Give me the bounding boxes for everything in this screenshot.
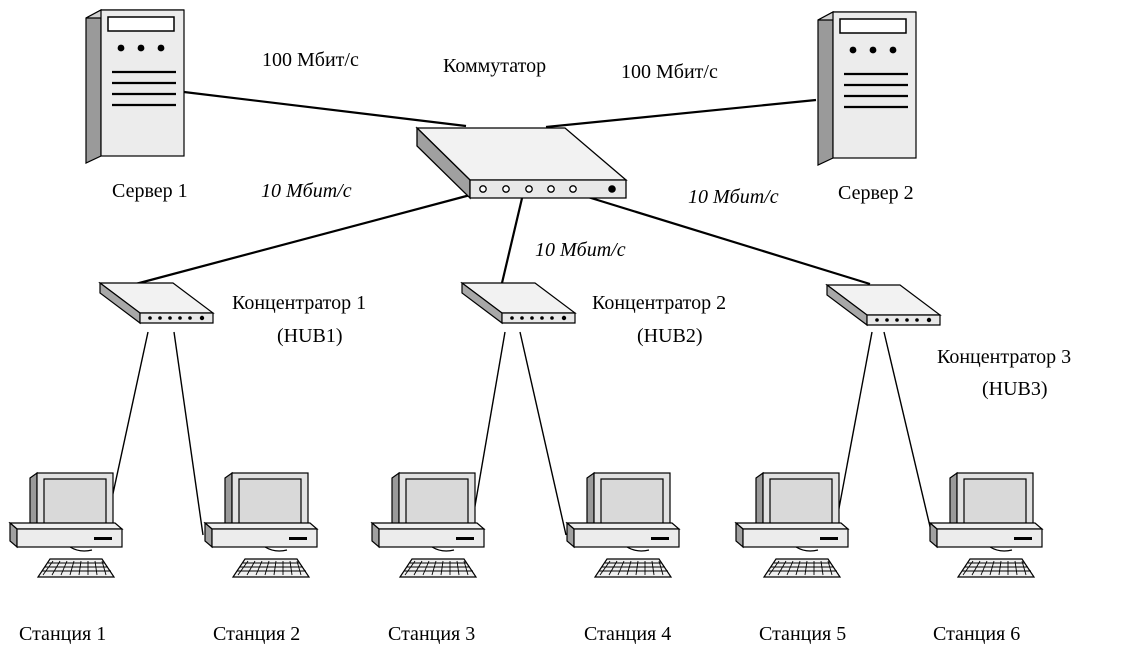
hub-2-sublabel: (HUB2) xyxy=(637,325,703,347)
station-3-label: Станция 3 xyxy=(388,623,475,645)
link-switch-hub3 xyxy=(577,192,871,286)
hub-2-icon xyxy=(461,282,576,324)
station-4-label: Станция 4 xyxy=(584,623,671,645)
hub-1-icon xyxy=(99,282,214,324)
link-hub1-station2 xyxy=(173,331,204,536)
link-hub2-station3 xyxy=(469,331,506,536)
speed-label-server2: 100 Мбит/с xyxy=(621,61,718,83)
speed-label-hub3: 10 Мбит/с xyxy=(688,186,779,208)
switch-icon xyxy=(415,126,628,200)
speed-label-hub1: 10 Мбит/с xyxy=(261,180,352,202)
station-5-icon xyxy=(735,472,849,578)
station-4-icon xyxy=(566,472,680,578)
hub-3-label: Концентратор 3 xyxy=(937,346,1071,368)
link-server1-switch xyxy=(183,90,467,128)
server-2-label: Сервер 2 xyxy=(838,182,914,204)
hub-1-label: Концентратор 1 xyxy=(232,292,366,314)
link-switch-hub2 xyxy=(500,193,525,284)
station-5-label: Станция 5 xyxy=(759,623,846,645)
link-switch-hub1 xyxy=(127,192,475,288)
switch-label: Коммутатор xyxy=(443,55,546,77)
server-1-icon xyxy=(84,8,186,165)
hub-1-sublabel: (HUB1) xyxy=(277,325,343,347)
station-1-icon xyxy=(9,472,123,578)
link-hub3-station5 xyxy=(833,331,873,536)
station-6-label: Станция 6 xyxy=(933,623,1020,645)
speed-label-server1: 100 Мбит/с xyxy=(262,49,359,71)
server-2-icon xyxy=(816,10,918,167)
station-2-label: Станция 2 xyxy=(213,623,300,645)
hub-3-sublabel: (HUB3) xyxy=(982,378,1048,400)
link-server2-switch xyxy=(545,98,817,129)
station-2-icon xyxy=(204,472,318,578)
server-1-label: Сервер 1 xyxy=(112,180,188,202)
hub-3-icon xyxy=(826,284,941,326)
station-3-icon xyxy=(371,472,485,578)
station-1-label: Станция 1 xyxy=(19,623,106,645)
station-6-icon xyxy=(929,472,1043,578)
speed-label-hub2: 10 Мбит/с xyxy=(535,239,626,261)
link-hub2-station4 xyxy=(519,331,567,536)
link-hub3-station6 xyxy=(883,331,933,536)
hub-2-label: Концентратор 2 xyxy=(592,292,726,314)
